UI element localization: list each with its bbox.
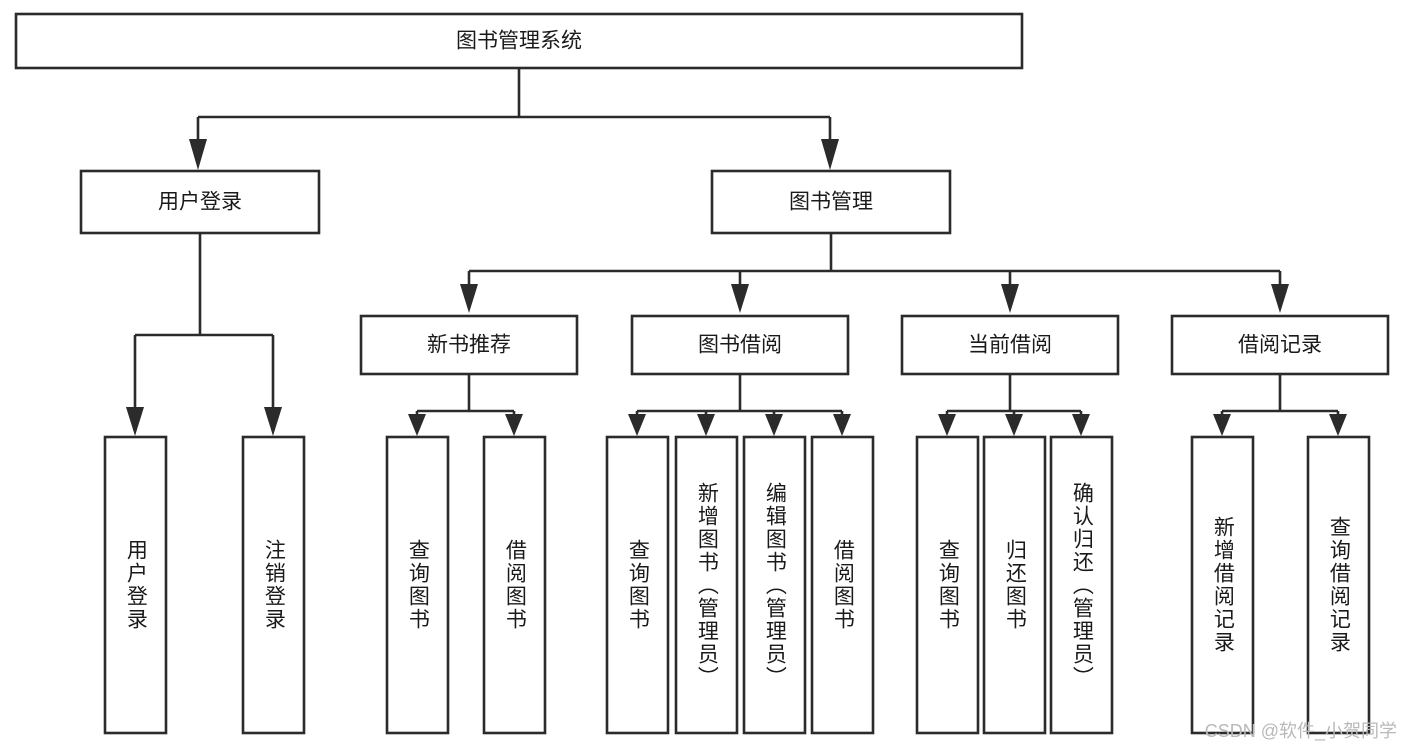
leaf-box-add-record[interactable] <box>1190 435 1255 735</box>
leaf-box-edit-book[interactable] <box>742 435 807 735</box>
connector-book-manage-fan <box>460 233 1289 313</box>
watermark: CSDN @软件_小贺同学 <box>1204 721 1397 741</box>
connector-root-fan <box>189 68 839 170</box>
leaf-box-borrow-book-1[interactable] <box>482 435 547 735</box>
leaf-box-query-record[interactable] <box>1306 435 1371 735</box>
arrow-to-user-login <box>189 139 207 170</box>
node-book-manage-label: 图书管理 <box>789 191 873 214</box>
node-new-books[interactable]: 新书推荐 <box>359 314 579 376</box>
arrow-to-book-borrow <box>731 284 749 313</box>
arrow-to-book-manage <box>821 139 839 170</box>
node-book-manage[interactable]: 图书管理 <box>710 169 952 235</box>
arrow-to-leaf-logout <box>264 407 282 436</box>
node-root-box[interactable] <box>14 12 1024 70</box>
connector-new-books-fan <box>408 374 523 436</box>
leaf-box-return-book[interactable] <box>982 435 1047 735</box>
node-user-login[interactable]: 用户登录 <box>79 169 321 235</box>
node-user-login-label: 用户登录 <box>158 191 242 214</box>
leaf-box-user-login[interactable] <box>103 435 168 735</box>
leaf-box-query-book-1[interactable] <box>385 435 450 735</box>
leaf-box-logout[interactable] <box>241 435 306 735</box>
node-user-login-box[interactable] <box>79 169 321 235</box>
connector-current-borrow-fan <box>938 374 1090 436</box>
leaf-box-query-book-3[interactable] <box>915 435 980 735</box>
node-new-books-box[interactable] <box>359 314 579 376</box>
node-current-borrow-label: 当前借阅 <box>968 334 1052 357</box>
arrow-to-leaf-user-login <box>126 407 144 436</box>
leaf-box-borrow-book-2[interactable] <box>810 435 875 735</box>
node-borrow-records-label: 借阅记录 <box>1238 334 1322 357</box>
connector-book-borrow-fan <box>628 374 851 436</box>
node-current-borrow[interactable]: 当前借阅 <box>900 314 1120 376</box>
leaf-box-confirm-return[interactable] <box>1049 435 1114 735</box>
connector-user-login-fan <box>126 233 282 436</box>
arrow-to-current-borrow <box>1001 284 1019 313</box>
node-book-borrow[interactable]: 图书借阅 <box>630 314 850 376</box>
connector-borrow-records-fan <box>1213 374 1347 436</box>
node-current-borrow-box[interactable] <box>900 314 1120 376</box>
arrow-to-new-books <box>460 284 478 313</box>
leaf-box-add-book[interactable] <box>674 435 739 735</box>
node-book-borrow-label: 图书借阅 <box>698 334 782 357</box>
node-root[interactable]: 图书管理系统 <box>14 12 1024 70</box>
node-root-label: 图书管理系统 <box>456 30 582 53</box>
leaf-box-query-book-2[interactable] <box>605 435 670 735</box>
node-borrow-records[interactable]: 借阅记录 <box>1170 314 1390 376</box>
arrow-to-borrow-records <box>1271 284 1289 313</box>
node-new-books-label: 新书推荐 <box>427 334 511 357</box>
